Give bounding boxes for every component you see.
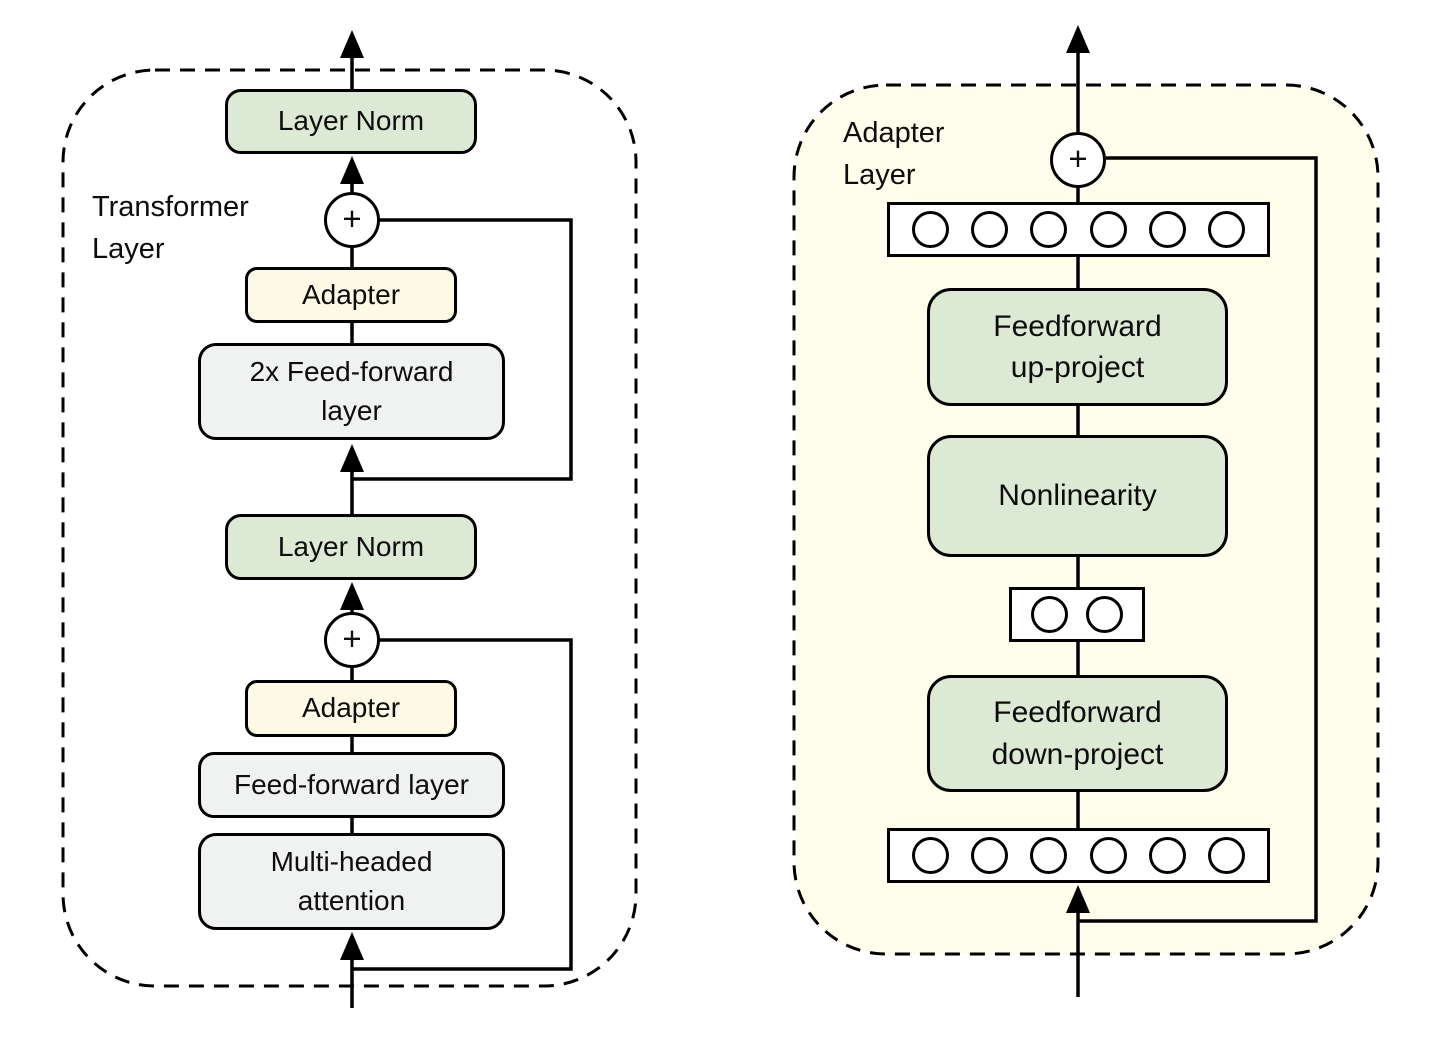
right-skip: [1078, 156, 1318, 923]
feature-circle: [1148, 837, 1186, 874]
feature-circle: [971, 211, 1009, 248]
left-arrowhead-into-ln-bottom: [340, 582, 364, 610]
feature-circle: [1207, 211, 1245, 248]
feature-row-bottom: [887, 828, 1270, 883]
left-lower-skip: [352, 638, 573, 971]
feature-circle: [1089, 211, 1127, 248]
layer-norm-bottom-box: Layer Norm: [225, 514, 477, 580]
feature-circle: [1030, 211, 1068, 248]
plus-icon: +: [342, 199, 362, 237]
feature-circle: [1030, 837, 1068, 874]
add-node-adapter: +: [1050, 132, 1106, 188]
right-arrowhead-into-row: [1066, 885, 1090, 913]
left-arrowheads: [340, 30, 364, 960]
feedforward-down-project-box: Feedforward down-project: [927, 675, 1228, 792]
add-node-bottom: +: [324, 612, 380, 668]
transformer-panel-outline: [61, 68, 638, 988]
feed-forward-box: Feed-forward layer: [198, 752, 505, 818]
right-output-arrowhead: [1066, 25, 1090, 53]
bottleneck-row: [1009, 587, 1145, 642]
right-connectors: [1076, 49, 1318, 997]
feed-forward-2x-box: 2x Feed-forward layer: [198, 343, 505, 440]
feature-circle: [1207, 837, 1245, 874]
left-upper-skip: [352, 218, 573, 481]
left-arrowhead-into-2ff: [340, 444, 364, 472]
add-node-top: +: [324, 192, 380, 248]
feature-circle: [971, 837, 1009, 874]
feature-circle: [1089, 837, 1127, 874]
multi-headed-attention-box: Multi-headed attention: [198, 833, 505, 930]
feature-circle: [1148, 211, 1186, 248]
feature-circle: [1086, 596, 1124, 633]
adapter-top-box: Adapter: [245, 267, 457, 323]
layer-norm-top-box: Layer Norm: [225, 89, 477, 154]
left-output-arrowhead: [340, 30, 364, 58]
left-arrowhead-into-ln-top: [340, 156, 364, 184]
right-arrowheads: [1066, 25, 1090, 913]
feature-row-top: [887, 202, 1270, 257]
adapter-bottom-box: Adapter: [245, 680, 457, 737]
feature-circle: [1030, 596, 1068, 633]
nonlinearity-box: Nonlinearity: [927, 435, 1228, 557]
feature-circle: [912, 211, 950, 248]
feature-circle: [912, 837, 950, 874]
feedforward-up-project-box: Feedforward up-project: [927, 288, 1228, 406]
adapter-layer-label: Adapter Layer: [843, 117, 945, 191]
plus-icon: +: [342, 619, 362, 657]
plus-icon: +: [1068, 139, 1088, 177]
left-arrowhead-into-mha: [340, 932, 364, 960]
transformer-layer-label: Transformer Layer: [92, 191, 249, 265]
